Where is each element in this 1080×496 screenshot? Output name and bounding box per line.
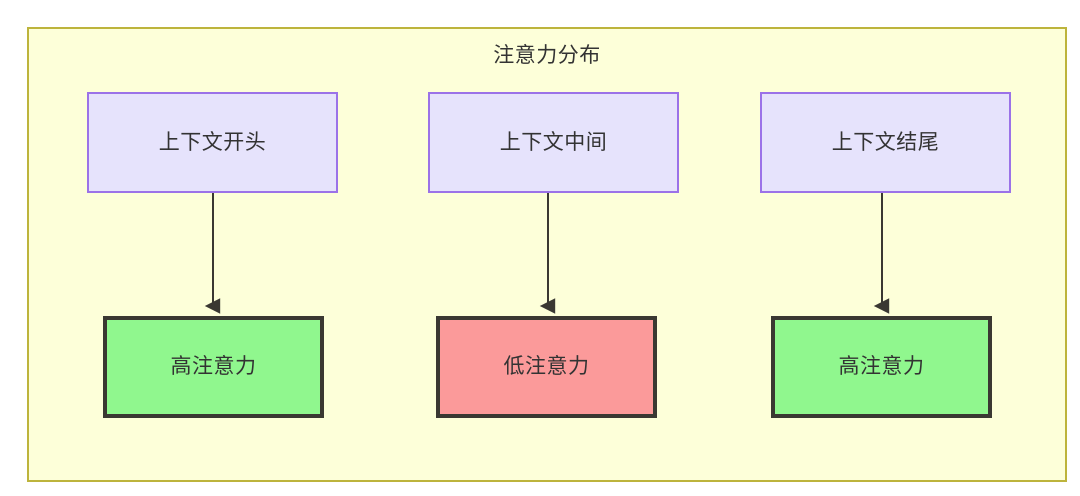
node-low-attention-middle-label: 低注意力 xyxy=(503,355,590,378)
node-high-attention-beginning-label: 高注意力 xyxy=(170,355,257,378)
node-low-attention-middle[interactable]: 低注意力 xyxy=(436,316,657,418)
node-context-middle[interactable]: 上下文中间 xyxy=(428,92,679,193)
node-context-middle-label: 上下文中间 xyxy=(499,130,608,154)
subgraph-title: 注意力分布 xyxy=(493,44,601,67)
node-context-beginning-label: 上下文开头 xyxy=(158,130,267,154)
node-context-beginning[interactable]: 上下文开头 xyxy=(87,92,338,193)
node-high-attention-end[interactable]: 高注意力 xyxy=(771,316,992,418)
node-high-attention-end-label: 高注意力 xyxy=(838,355,925,378)
node-context-end-label: 上下文结尾 xyxy=(831,130,940,154)
node-context-end[interactable]: 上下文结尾 xyxy=(760,92,1011,193)
node-high-attention-beginning[interactable]: 高注意力 xyxy=(103,316,324,418)
